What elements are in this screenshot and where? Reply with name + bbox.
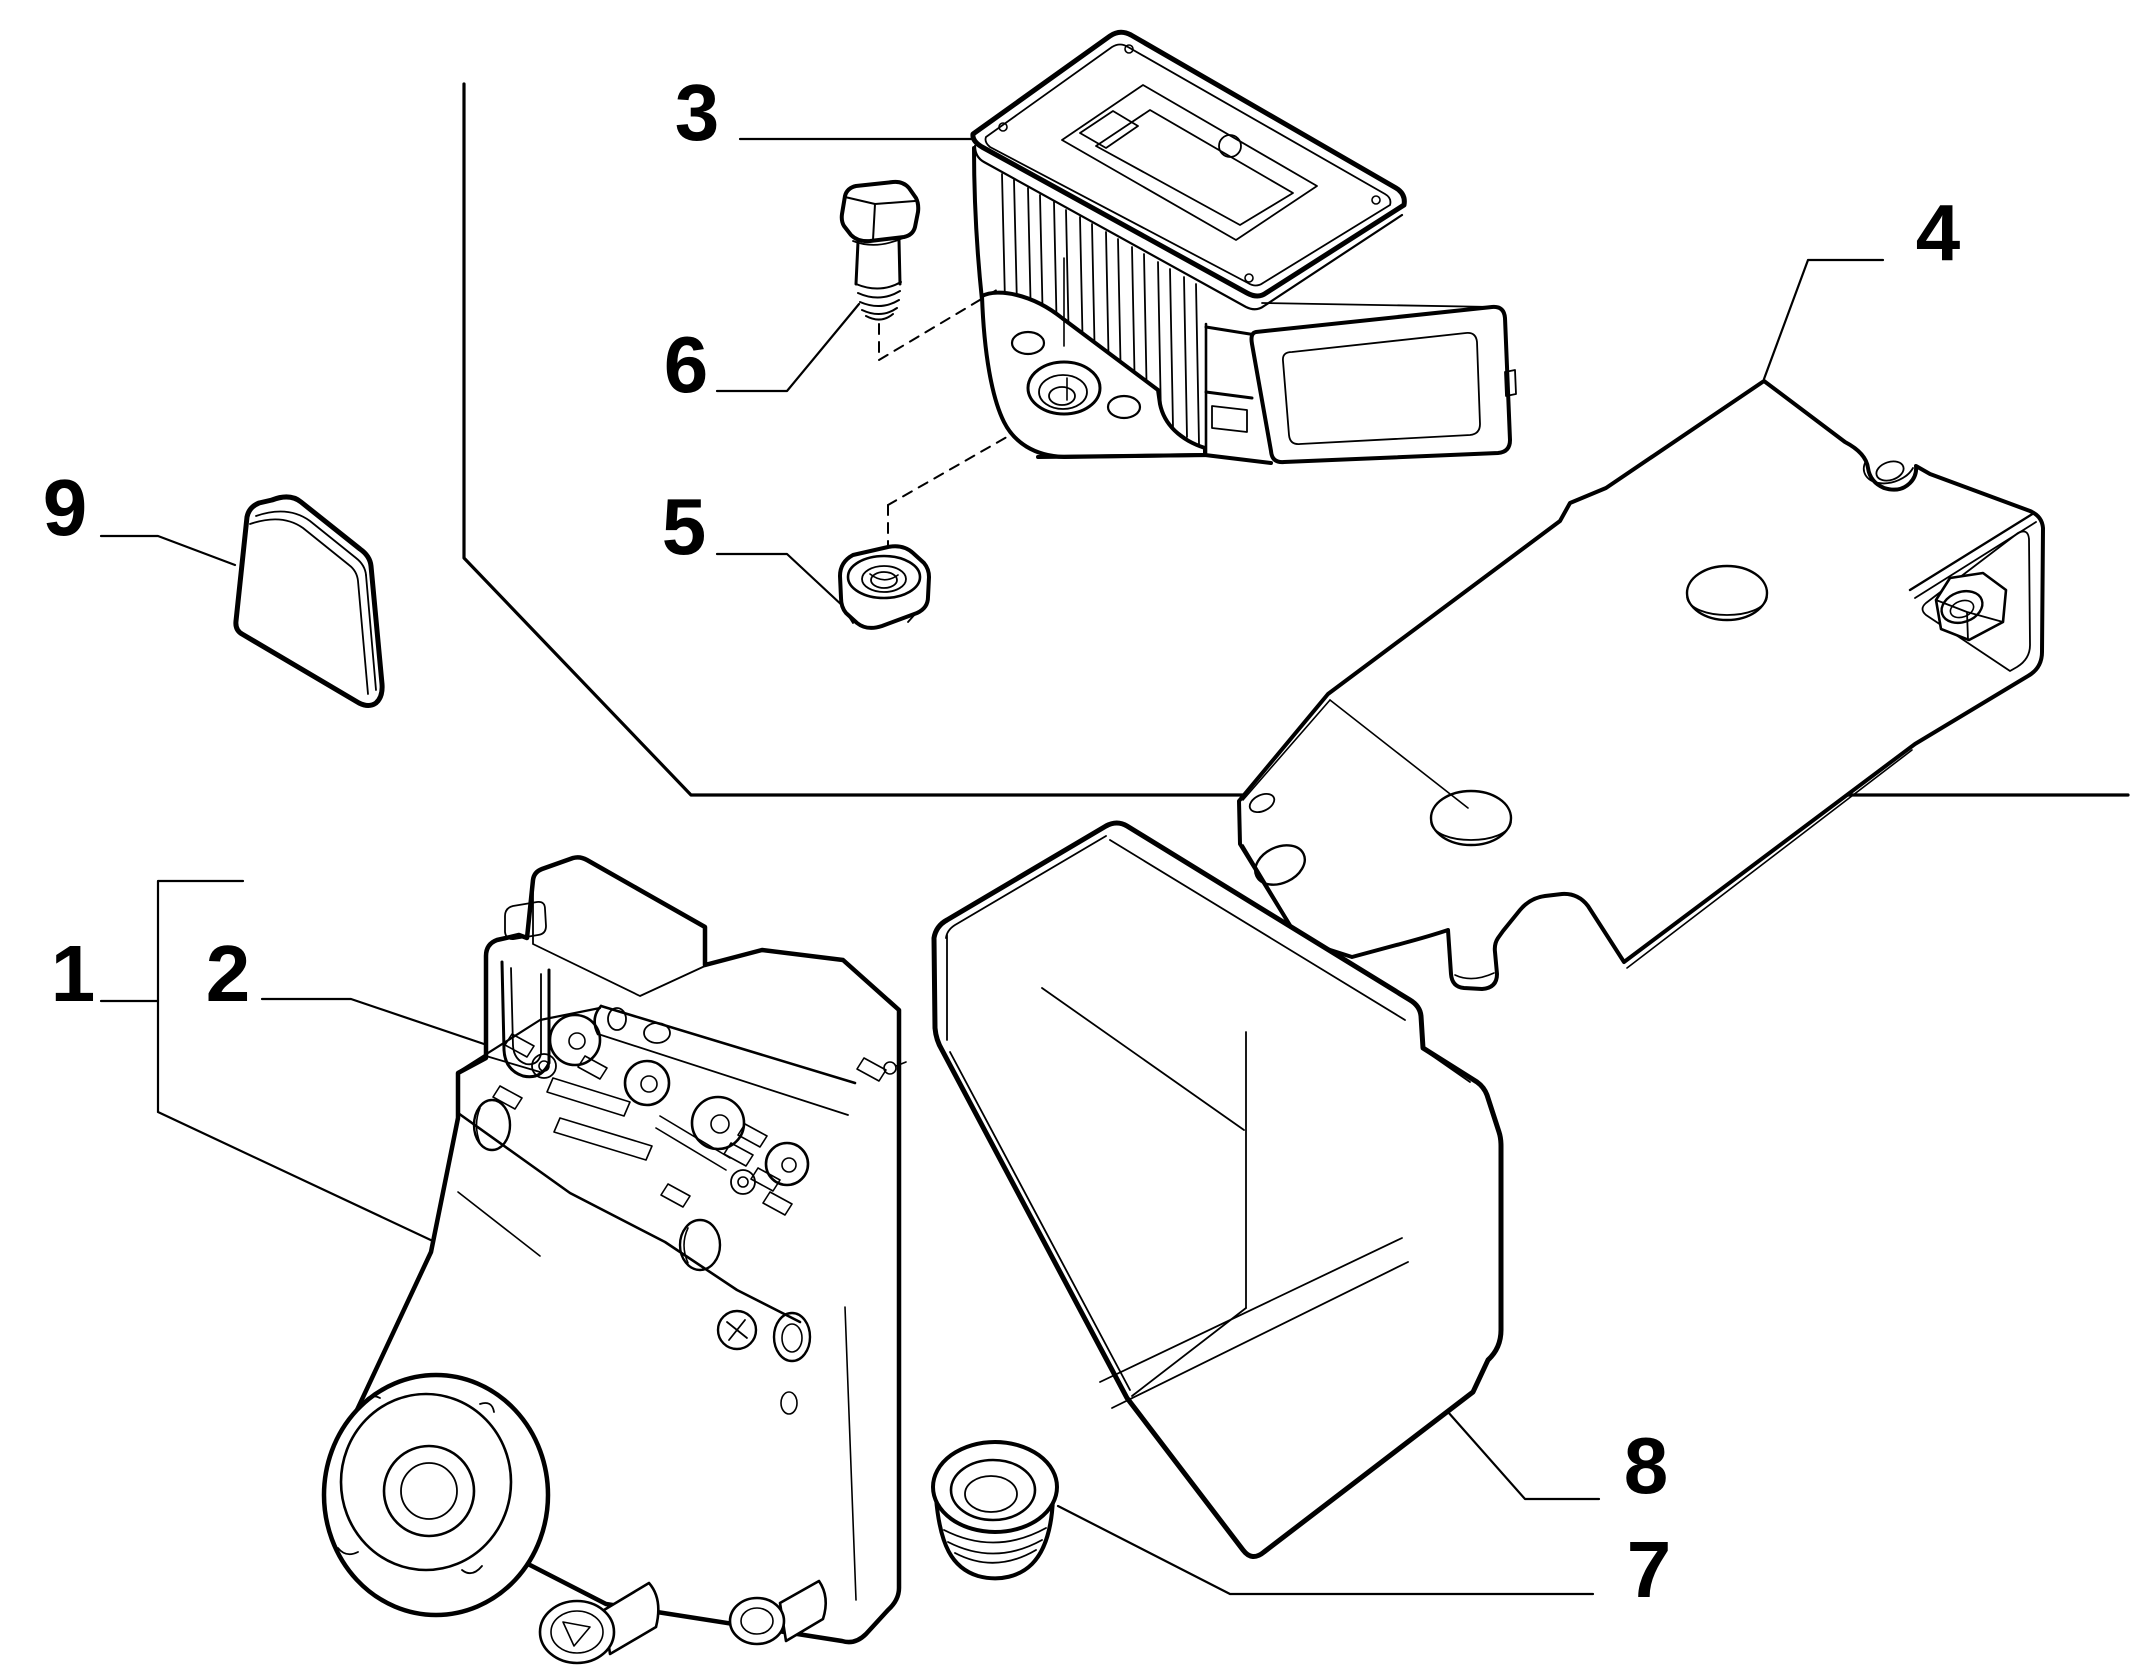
callout-5: 5 [661, 482, 706, 571]
pump-motor [321, 1372, 551, 1618]
protective-cap [233, 494, 385, 708]
bleeder-cylinders [538, 1579, 828, 1665]
leader-line-8 [1446, 1410, 1601, 1501]
leader-line-1 [99, 879, 454, 1252]
leader-line-2 [260, 997, 486, 1046]
callout-3: 3 [674, 68, 719, 157]
callout-6: 6 [663, 320, 708, 409]
callout-7: 7 [1626, 1525, 1671, 1614]
hex-nut [838, 544, 931, 630]
callout-4: 4 [1915, 188, 1960, 277]
esp-sensor-module [970, 29, 1517, 465]
hex-bolt [839, 179, 921, 321]
leader-line-6 [715, 302, 861, 393]
mounting-bracket [1237, 379, 2045, 991]
leader-line-9 [99, 534, 237, 567]
rubber-grommet [931, 1440, 1059, 1581]
protective-cover [931, 820, 1504, 1559]
leader-line-4 [1762, 258, 1885, 381]
callout-1: 1 [50, 929, 95, 1018]
leader-line-7 [1056, 1504, 1595, 1596]
callout-9: 9 [42, 463, 87, 552]
leader-line-5 [715, 552, 847, 610]
callout-8: 8 [1623, 1421, 1668, 1510]
callout-2: 2 [205, 929, 250, 1018]
